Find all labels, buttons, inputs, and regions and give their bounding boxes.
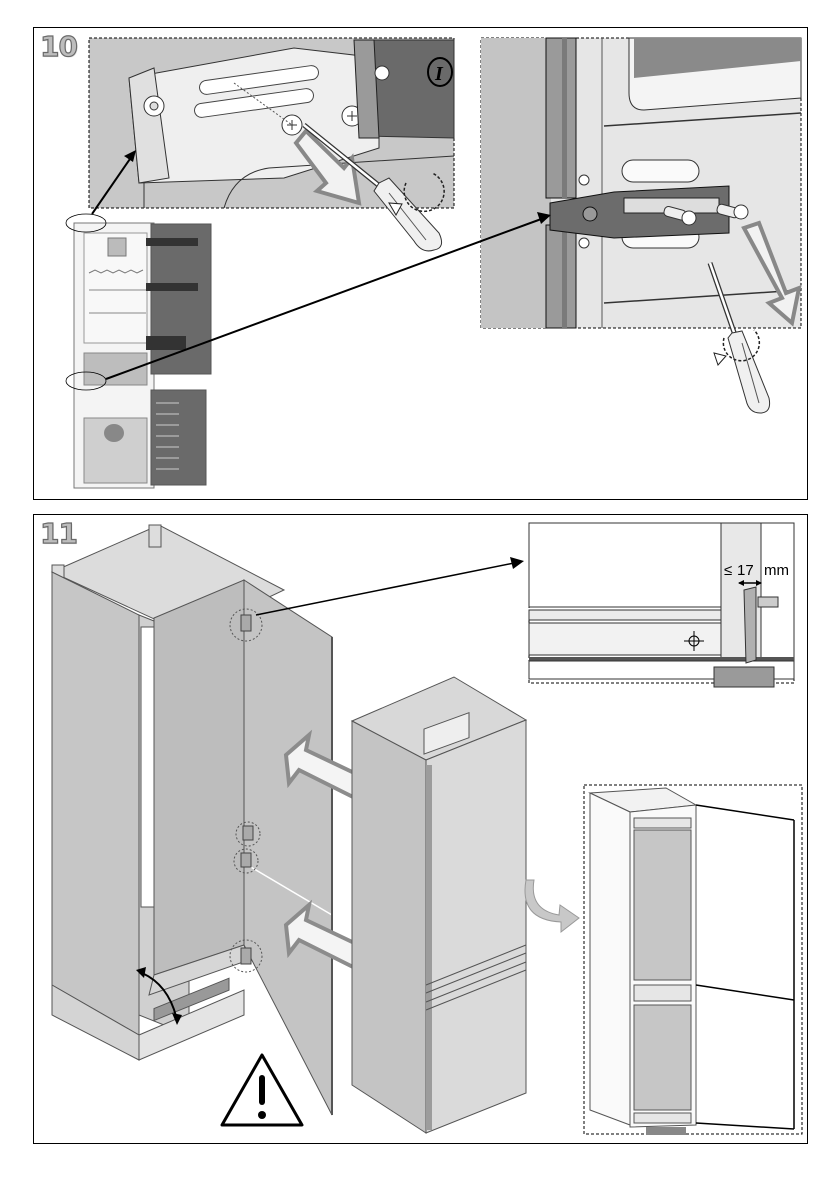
installed-appliance-view bbox=[584, 785, 802, 1135]
curved-arrow-icon bbox=[525, 880, 579, 932]
warning-icon bbox=[222, 1055, 302, 1125]
fridge-open-doors-overview bbox=[66, 214, 211, 488]
step-11-panel: 11 bbox=[33, 514, 808, 1144]
leader-arrow-detail bbox=[256, 557, 524, 615]
appliance-insertion bbox=[352, 677, 526, 1133]
svg-text:I: I bbox=[434, 63, 444, 85]
dimension-unit: mm bbox=[764, 562, 789, 579]
detail-view-gap: ≤ 17 mm bbox=[529, 523, 794, 687]
detail-view-middle-hinge bbox=[481, 38, 801, 328]
dimension-symbol: ≤ bbox=[724, 562, 732, 579]
cabinet-with-doors bbox=[52, 525, 332, 1115]
step-10-panel: 10 bbox=[33, 27, 808, 500]
dimension-value: 17 bbox=[737, 562, 754, 579]
step-11-illustration: ≤ 17 mm bbox=[34, 515, 809, 1145]
detail-view-top-hinge: I bbox=[89, 38, 454, 208]
step-10-illustration: I bbox=[34, 28, 809, 501]
